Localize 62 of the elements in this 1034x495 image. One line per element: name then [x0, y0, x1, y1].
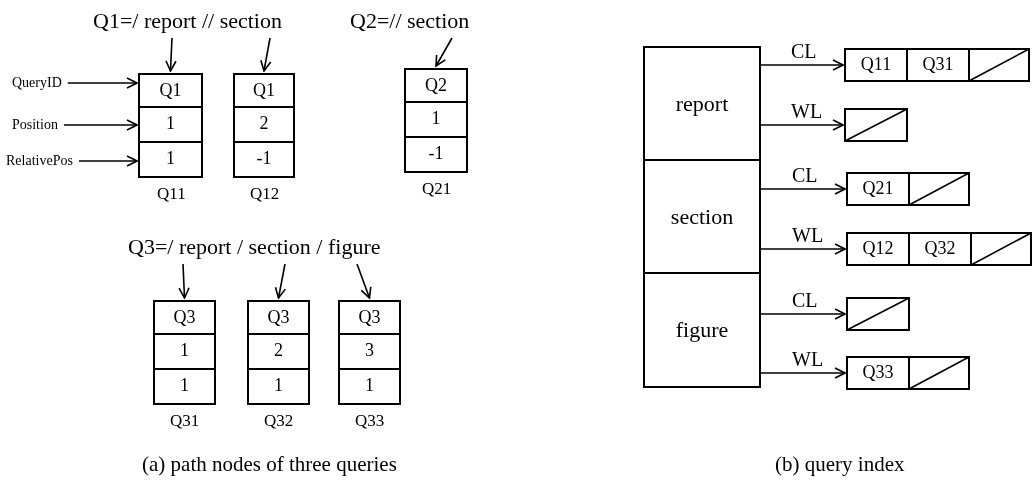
table-cell: 3	[338, 335, 401, 370]
edge-label: CL	[791, 165, 819, 185]
query-path-text: Q1=/ report // section	[93, 8, 282, 34]
table-cell: -1	[404, 138, 468, 173]
leader-line	[78, 155, 138, 167]
list-cell: Q11	[844, 48, 906, 82]
arrow	[274, 263, 287, 299]
query-path-text: Q2=// section	[350, 8, 470, 34]
list-cell: Q12	[846, 232, 908, 266]
list-cell: Q21	[846, 172, 908, 206]
arrow	[760, 183, 846, 195]
edge-label: WL	[790, 101, 824, 121]
table-cell: Q1	[233, 73, 295, 108]
table-cell: 1	[247, 370, 310, 405]
table-cell: 1	[153, 370, 216, 405]
edge-label: CL	[791, 290, 819, 310]
arrow	[260, 37, 272, 72]
edge-label: CL	[790, 41, 818, 61]
arrow	[760, 308, 846, 320]
figure-caption: (a) path nodes of three queries	[142, 452, 397, 477]
table-cell: Q2	[404, 68, 468, 103]
list-cell: Q31	[906, 48, 968, 82]
arrow	[760, 119, 844, 131]
leader-line	[66, 77, 138, 89]
table-cell: -1	[233, 143, 295, 178]
table-cell: Q3	[247, 300, 310, 335]
field-name: RelativePos	[6, 152, 73, 170]
table-cell: 1	[138, 108, 203, 143]
list-cell: Q33	[846, 356, 908, 390]
index-entry-box: figure	[643, 272, 761, 388]
node-caption: Q11	[157, 184, 186, 204]
index-entry-box: report	[643, 46, 761, 161]
table-cell: Q3	[338, 300, 401, 335]
query-path-text: Q3=/ report / section / figure	[128, 234, 381, 260]
field-name: Position	[12, 116, 58, 134]
node-caption: Q32	[264, 411, 294, 431]
edge-label: WL	[791, 225, 825, 245]
table-cell: 2	[247, 335, 310, 370]
table-cell: 1	[404, 103, 468, 138]
table-cell: 1	[338, 370, 401, 405]
node-caption: Q31	[170, 411, 200, 431]
arrow	[760, 367, 846, 379]
arrow	[178, 263, 190, 299]
field-name: QueryID	[12, 74, 62, 92]
figure-caption: (b) query index	[775, 452, 905, 477]
node-caption: Q12	[250, 184, 280, 204]
arrow	[356, 263, 372, 299]
table-cell: Q3	[153, 300, 216, 335]
node-caption: Q21	[422, 179, 452, 199]
edge-label: WL	[791, 349, 825, 369]
arrow	[165, 37, 177, 72]
list-cell: Q32	[908, 232, 970, 266]
node-caption: Q33	[355, 411, 385, 431]
arrow	[760, 59, 844, 71]
table-cell: 2	[233, 108, 295, 143]
table-cell: 1	[138, 143, 203, 178]
index-entry-box: section	[643, 159, 761, 274]
table-cell: Q1	[138, 73, 203, 108]
table-cell: 1	[153, 335, 216, 370]
arrow	[435, 37, 453, 67]
arrow	[760, 243, 846, 255]
leader-line	[63, 119, 138, 131]
